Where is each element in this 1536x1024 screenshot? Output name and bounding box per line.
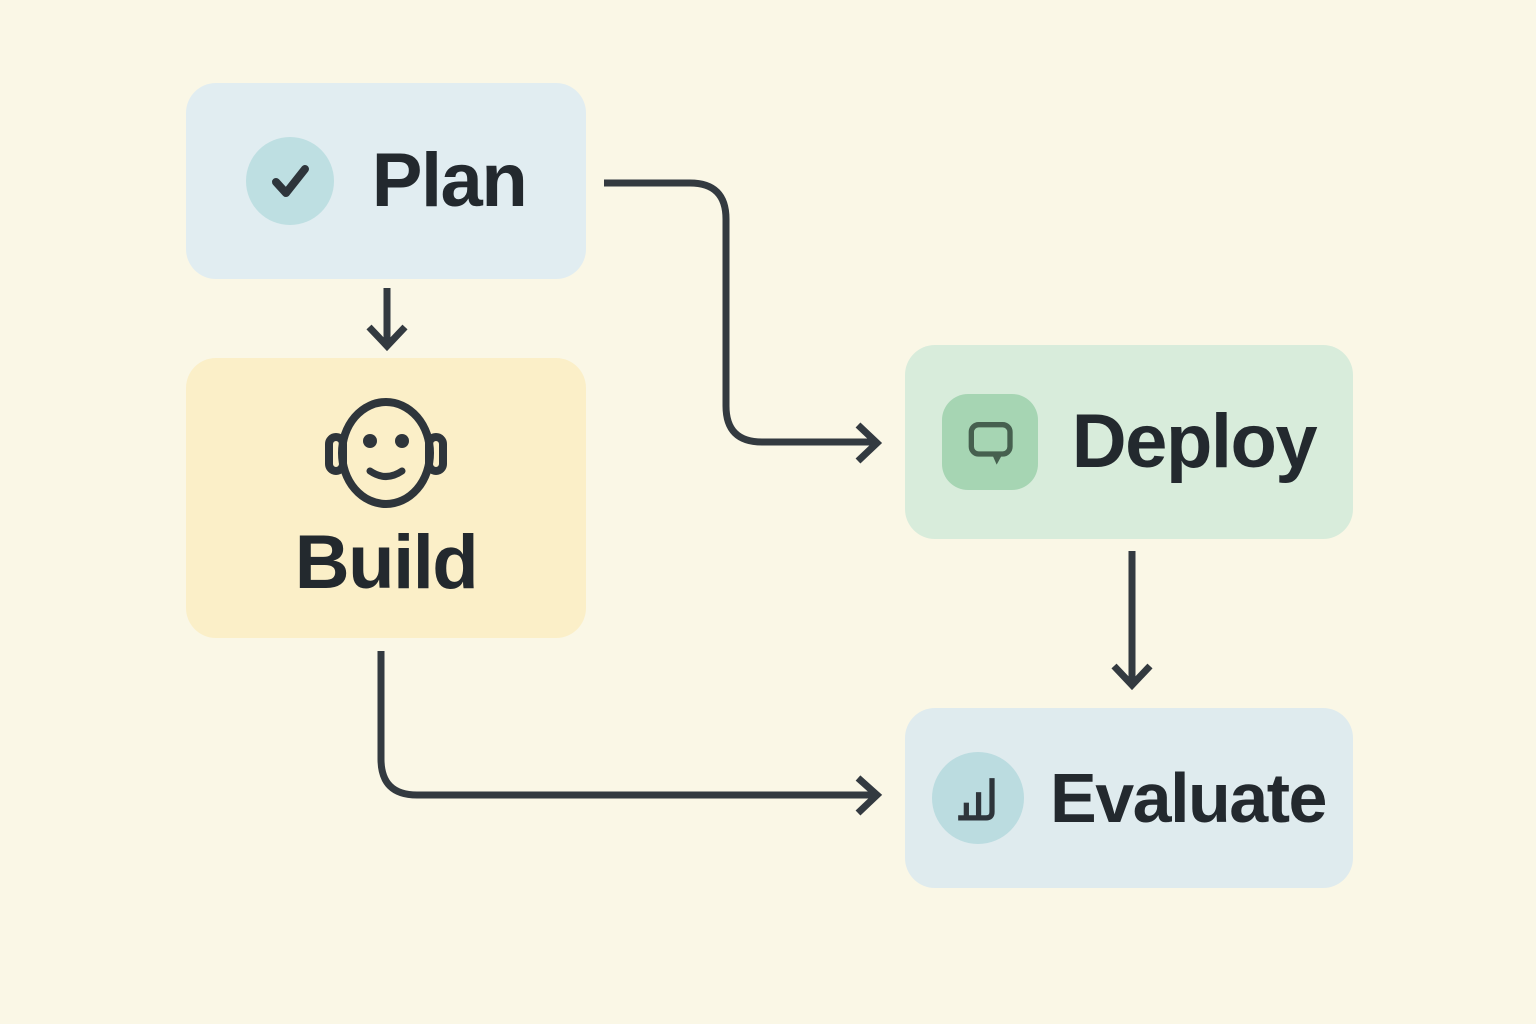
check-icon <box>245 137 334 225</box>
node-label-build: Build <box>294 520 479 605</box>
edge-plan-build <box>366 288 408 352</box>
edge-plan-deploy <box>604 179 883 464</box>
node-label-evaluate: Evaluate <box>1050 759 1327 837</box>
node-deploy: Deploy <box>905 345 1353 539</box>
chat-bubble-icon <box>941 394 1038 490</box>
node-evaluate: Evaluate <box>905 708 1353 888</box>
node-label-deploy: Deploy <box>1071 399 1318 484</box>
node-plan: Plan <box>186 83 586 279</box>
edge-build-evaluate <box>377 651 883 816</box>
node-label-plan: Plan <box>371 138 528 223</box>
bar-chart-icon <box>932 752 1025 844</box>
node-build: Build <box>186 358 586 638</box>
robot-face-icon <box>325 395 447 511</box>
edge-deploy-evaluate <box>1111 551 1153 691</box>
